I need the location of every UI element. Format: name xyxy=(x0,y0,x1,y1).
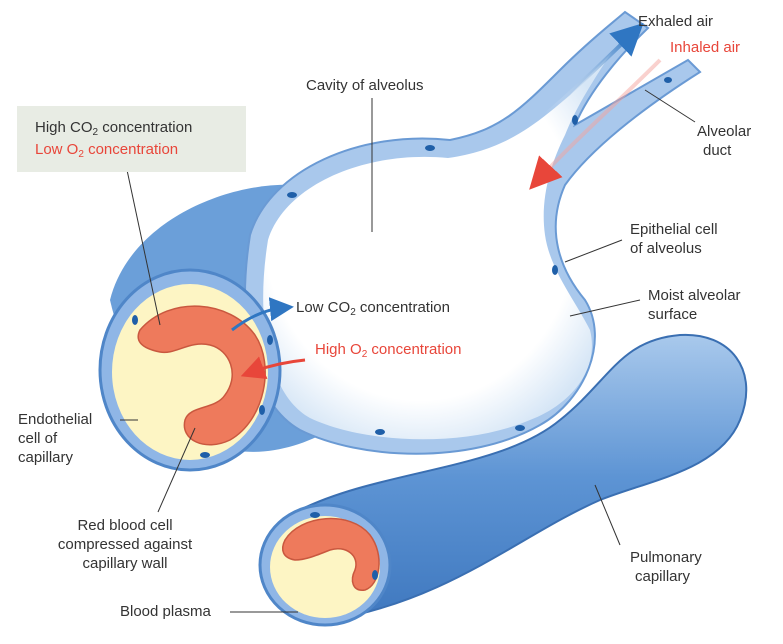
gas-exchange-arrows xyxy=(231,297,306,380)
high-o2-label: High O2 concentration xyxy=(315,341,462,360)
blood-concentration-box xyxy=(17,106,246,172)
pulmonary-capillary-label: Pulmonary capillary xyxy=(630,549,702,585)
exhaled-air-label: Exhaled air xyxy=(638,13,714,30)
cavity-label: Cavity of alveolus xyxy=(306,77,424,94)
epithelial-cell-label: Epithelial cell of alveolus xyxy=(630,221,718,257)
low-o2-label: Low O2 concentration xyxy=(35,141,179,160)
capillary-cross-section xyxy=(98,268,282,472)
moist-surface-label: Moist alveolar surface xyxy=(648,287,741,323)
high-co2-label: High CO2 concentration xyxy=(35,119,193,138)
alveolar-duct-label: Alveolar duct xyxy=(697,123,752,159)
airflow-arrows xyxy=(529,22,662,190)
leader-lines xyxy=(120,89,696,613)
inhaled-air-label: Inhaled air xyxy=(670,39,741,56)
alveolus-wall xyxy=(244,10,702,455)
pulmonary-capillary-tube xyxy=(258,333,748,627)
endothelial-cell-label: Endothelial cell of capillary xyxy=(18,411,93,466)
blood-plasma-label: Blood plasma xyxy=(120,603,211,620)
low-co2-label: Low CO2 concentration xyxy=(296,299,450,318)
red-blood-cell-label: Red blood cell compressed against capill… xyxy=(57,517,193,572)
